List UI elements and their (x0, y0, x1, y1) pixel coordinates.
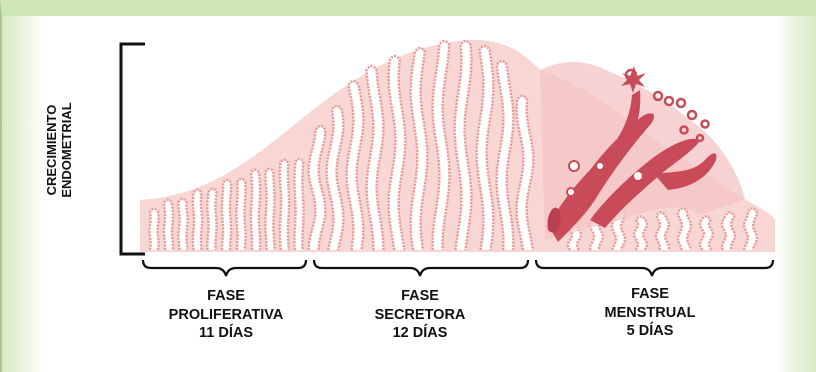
phase-menstrual-line-1: FASE (631, 286, 669, 302)
gland (654, 211, 671, 251)
endometrial-glands (148, 39, 759, 251)
phase-proliferative-line-1: FASE (207, 288, 245, 304)
gland (307, 124, 327, 251)
gland (409, 46, 429, 251)
gland (249, 168, 262, 251)
gland (742, 207, 759, 251)
phase-proliferative-line-3: 11 DÍAS (199, 325, 253, 341)
gland (278, 158, 291, 251)
gland (220, 178, 233, 251)
gland (495, 59, 515, 251)
brace-secretory (312, 259, 530, 277)
phase-menstrual: FASE MENSTRUAL 5 DÍAS (575, 285, 725, 341)
phase-proliferative-line-2: PROLIFERATIVA (168, 306, 284, 323)
gland (387, 54, 407, 251)
gland (515, 94, 535, 251)
gland (345, 79, 365, 251)
gland (148, 207, 160, 251)
phase-proliferative: FASE PROLIFERATIVA 11 DÍAS (146, 287, 306, 343)
gland (698, 215, 715, 251)
gland (162, 198, 175, 251)
brace-menstrual (534, 259, 775, 277)
y-axis-bracket (119, 42, 145, 256)
gland (235, 177, 247, 251)
phase-secretory-line-3: 12 DÍAS (392, 325, 448, 341)
gland (177, 197, 189, 251)
gland (264, 167, 276, 251)
gland (206, 187, 218, 251)
phase-menstrual-line-3: 5 DÍAS (626, 323, 674, 339)
gland (325, 104, 345, 251)
phase-secretory-line-2: SECRETORA (374, 306, 466, 323)
phase-menstrual-line-2: MENSTRUAL (604, 304, 696, 321)
gland (365, 64, 385, 251)
gland (453, 39, 473, 251)
gland (431, 39, 451, 251)
brace-proliferative (141, 259, 308, 277)
gland (191, 188, 204, 251)
phase-secretory: FASE SECRETORA 12 DÍAS (345, 287, 495, 343)
gland (293, 157, 305, 251)
menstrual-shedding (540, 62, 745, 243)
gland (632, 215, 649, 251)
gland (676, 207, 693, 251)
gland (475, 44, 495, 251)
phase-secretory-line-1: FASE (401, 288, 439, 304)
gland (720, 211, 737, 251)
